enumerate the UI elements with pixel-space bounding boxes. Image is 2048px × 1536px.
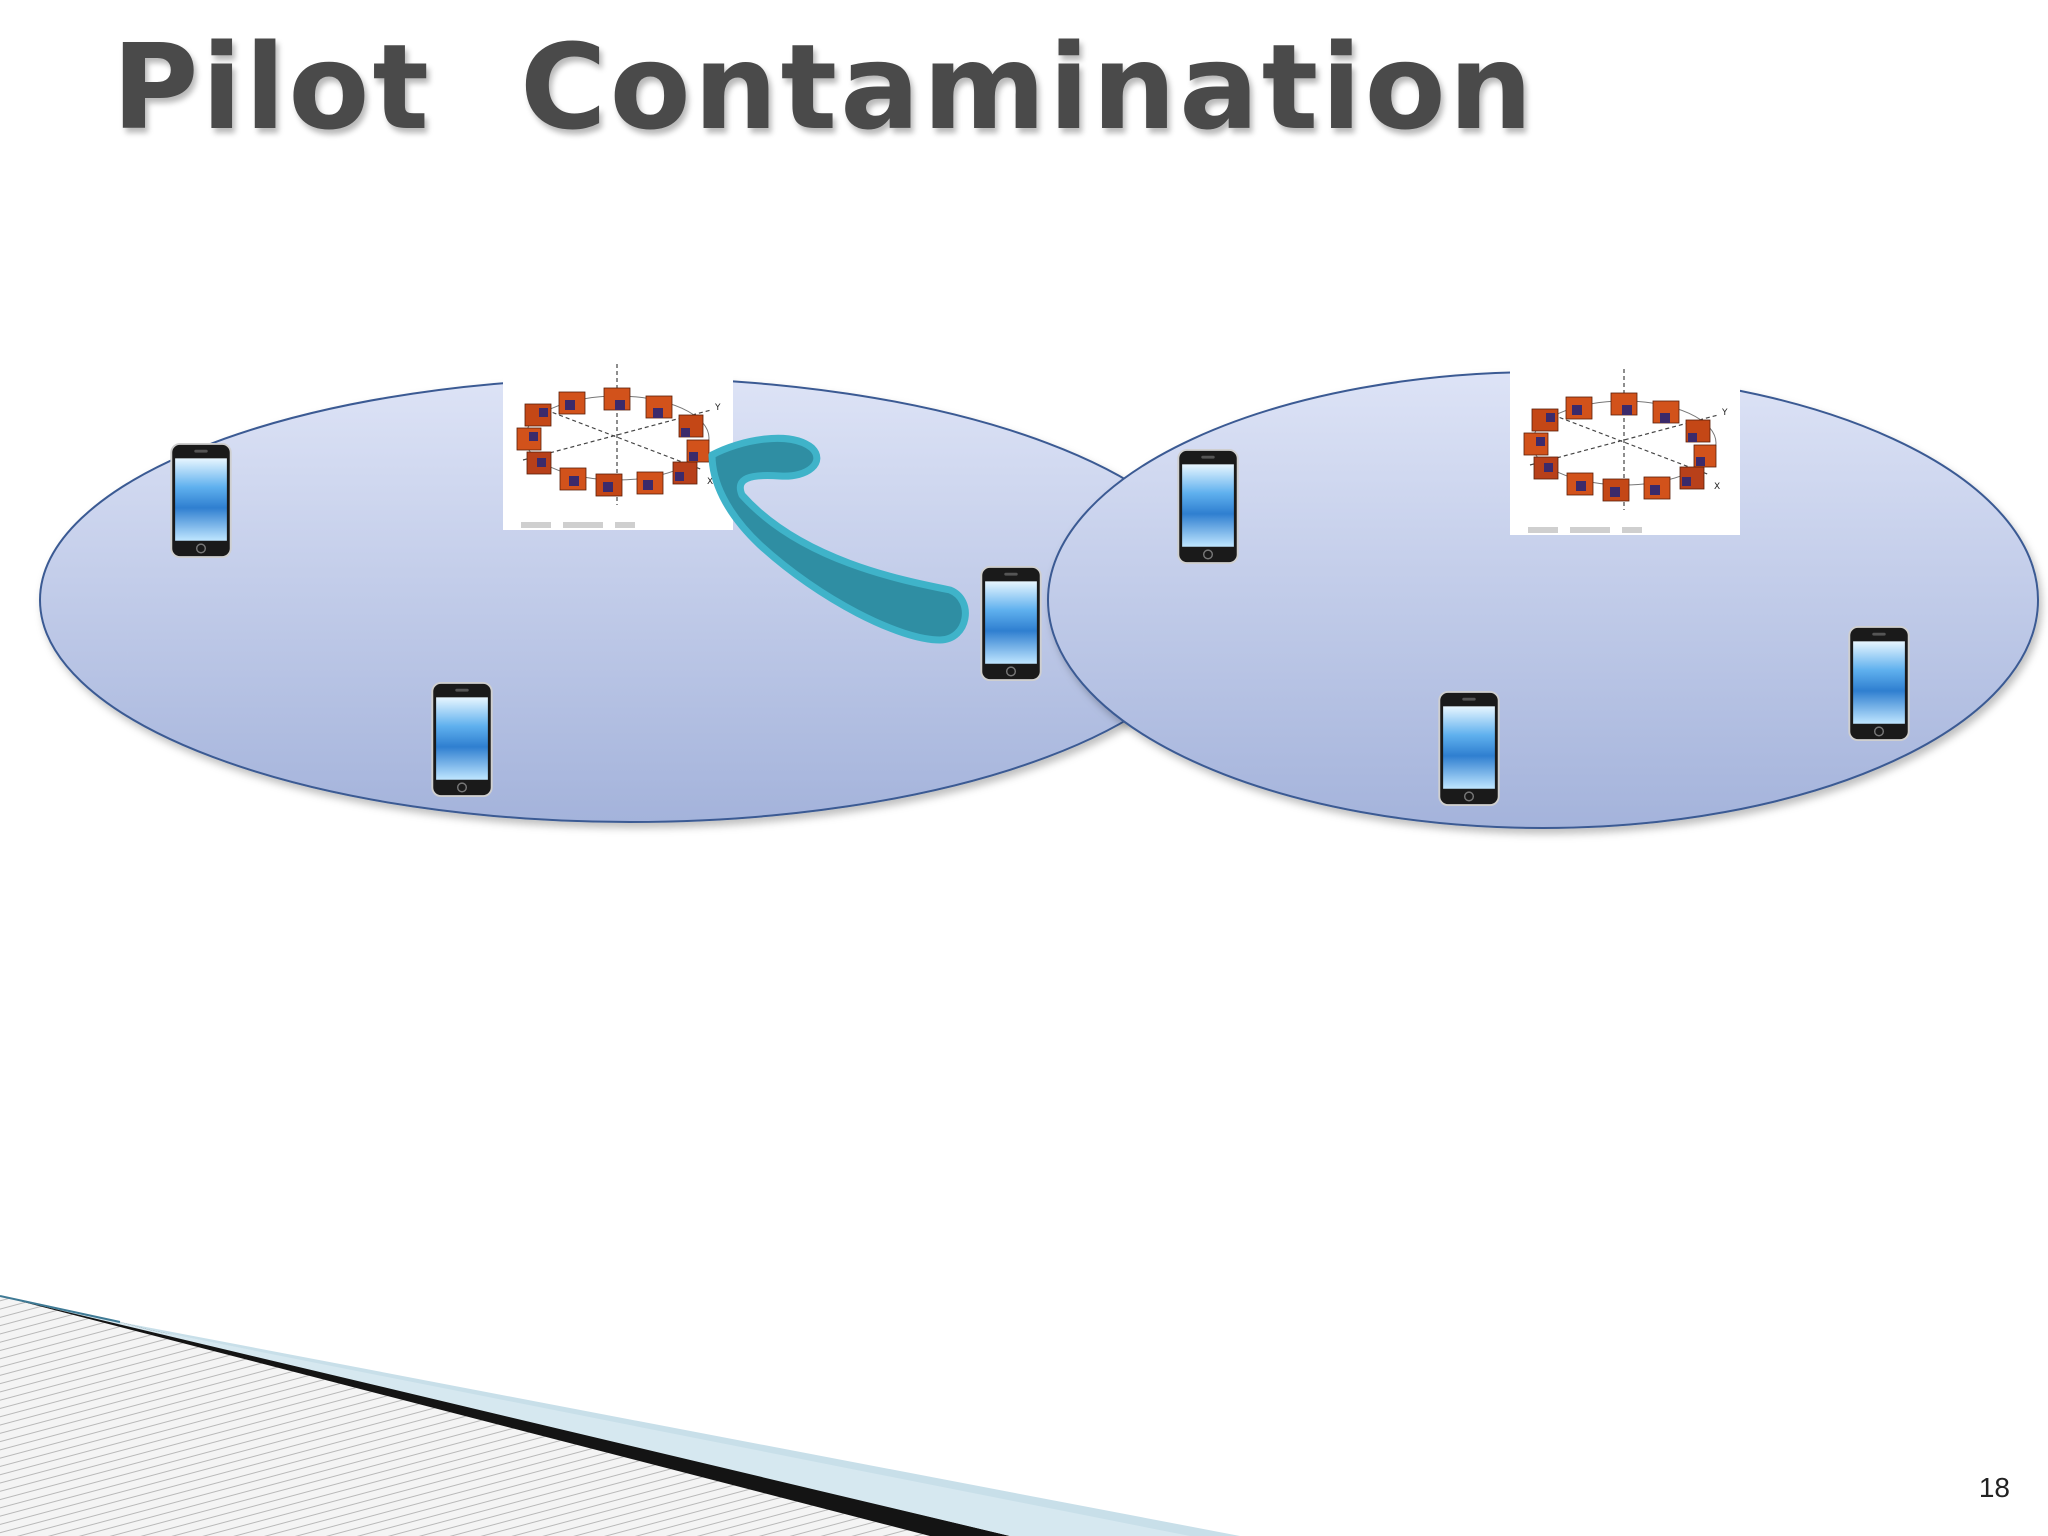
slide-title: Pilot Contamination [112,18,1536,156]
smartphone-icon [1848,626,1910,741]
interference-beam [708,434,969,644]
smartphone-icon [980,566,1042,681]
antenna-array-icon [1510,365,1740,535]
smartphone-icon [1438,691,1500,806]
page-number: 18 [1978,1472,2010,1503]
antenna-array-icon [503,360,733,530]
smartphone-icon [170,443,232,558]
decorative-corner-wedge [0,1295,1240,1536]
smartphone-icon [431,682,493,797]
smartphone-icon [1177,449,1239,564]
